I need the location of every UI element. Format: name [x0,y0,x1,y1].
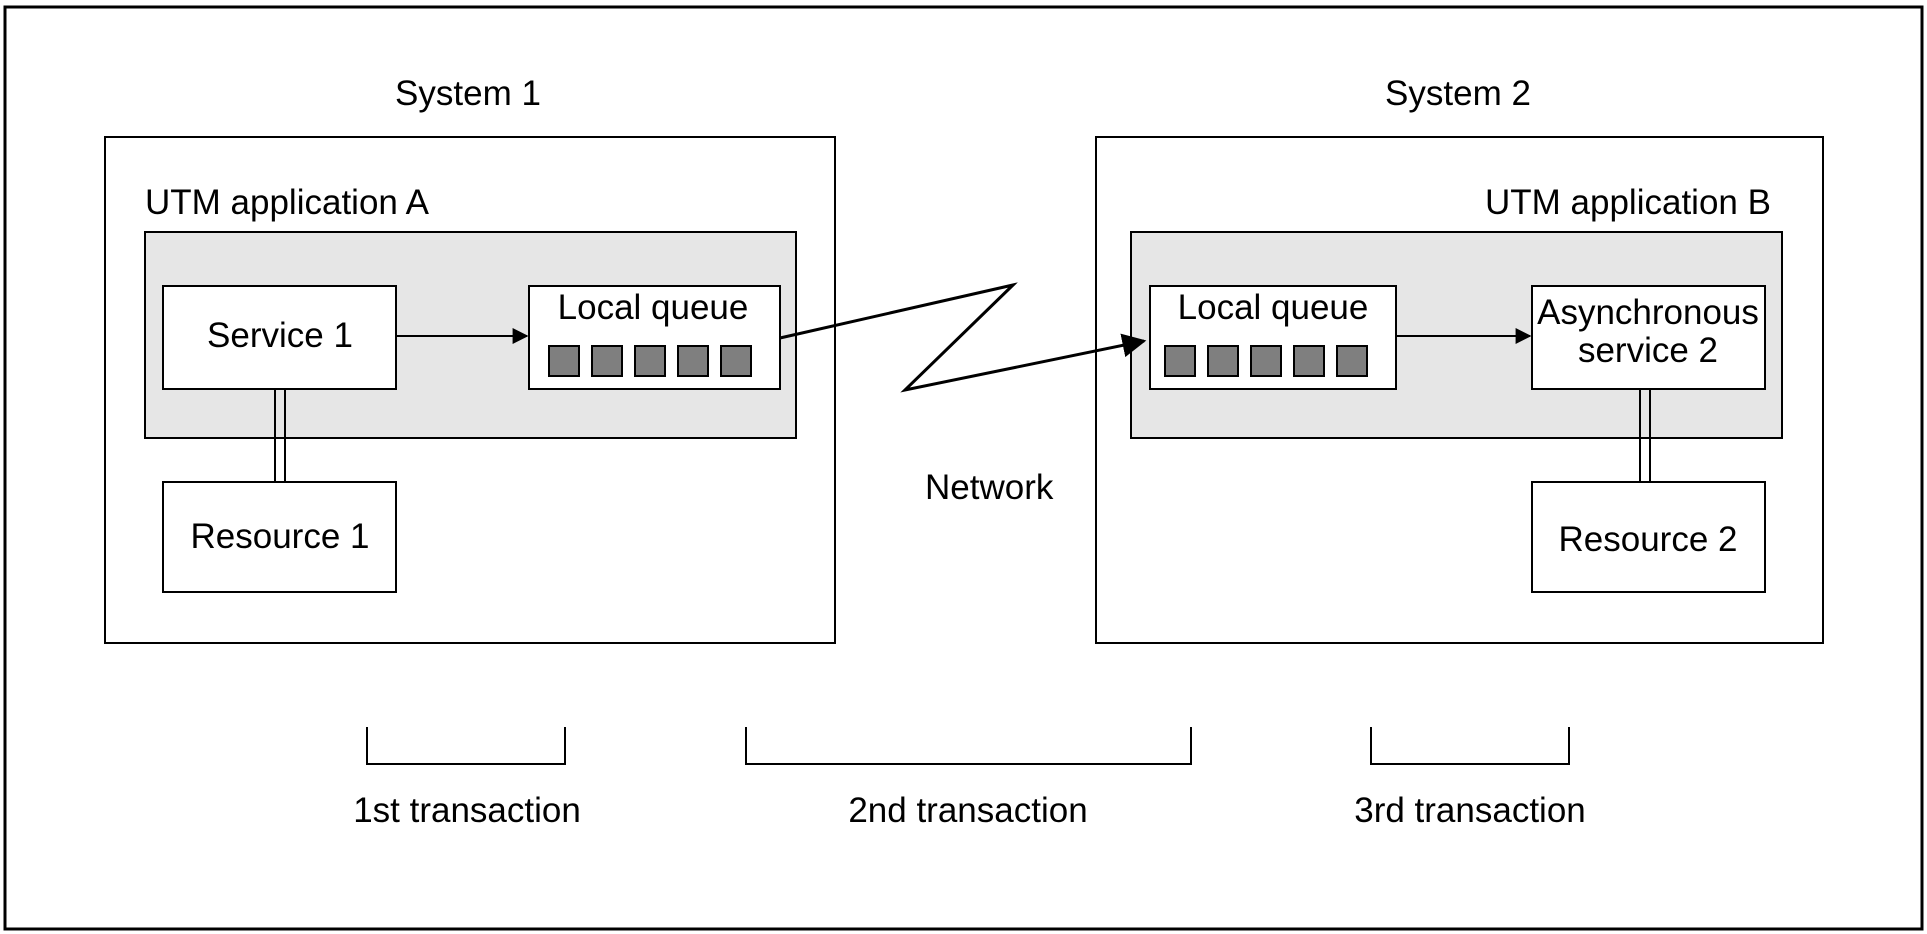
queue-slot [548,345,580,377]
queue-slot [1164,345,1196,377]
queue-slot [677,345,709,377]
transaction-3-label: 3rd transaction [1354,791,1586,830]
queue-slot [1293,345,1325,377]
service-1-label: Service 1 [207,316,353,355]
resource-2-box [1531,481,1766,593]
transaction-1-label: 1st transaction [353,791,581,830]
queue-slot [720,345,752,377]
queue-slot [634,345,666,377]
async-service-2-label: Asynchronous service 2 [1537,294,1759,370]
queue-a-slots [548,345,752,377]
queue-slot [591,345,623,377]
utm-application-a-label: UTM application A [145,183,430,222]
transaction-1-bracket [366,727,566,765]
async-service-2-line-1: Asynchronous [1537,293,1759,332]
queue-slot [1207,345,1239,377]
system-2-title: System 2 [1385,74,1531,113]
resource-2-label: Resource 2 [1558,520,1738,559]
async-service-2-line-2: service 2 [1577,331,1719,370]
system-1-title: System 1 [395,74,541,113]
transaction-2-label: 2nd transaction [848,791,1088,830]
async-service-2-box [1531,285,1766,390]
utm-application-b-label: UTM application B [1485,183,1771,222]
transaction-2-bracket [745,727,1192,765]
local-queue-b-label: Local queue [1177,288,1369,327]
service-1-resource-1-link [274,389,286,482]
queue-b-slots [1164,345,1368,377]
service-1-box [162,285,397,390]
queue-slot [1336,345,1368,377]
queue-slot [1250,345,1282,377]
resource-1-label: Resource 1 [190,517,370,556]
network-link [779,282,1147,393]
network-label: Network [925,468,1054,507]
local-queue-a-label: Local queue [557,288,749,327]
transaction-3-bracket [1370,727,1570,765]
resource-1-box [162,481,397,593]
service-2-resource-2-link [1639,389,1651,482]
